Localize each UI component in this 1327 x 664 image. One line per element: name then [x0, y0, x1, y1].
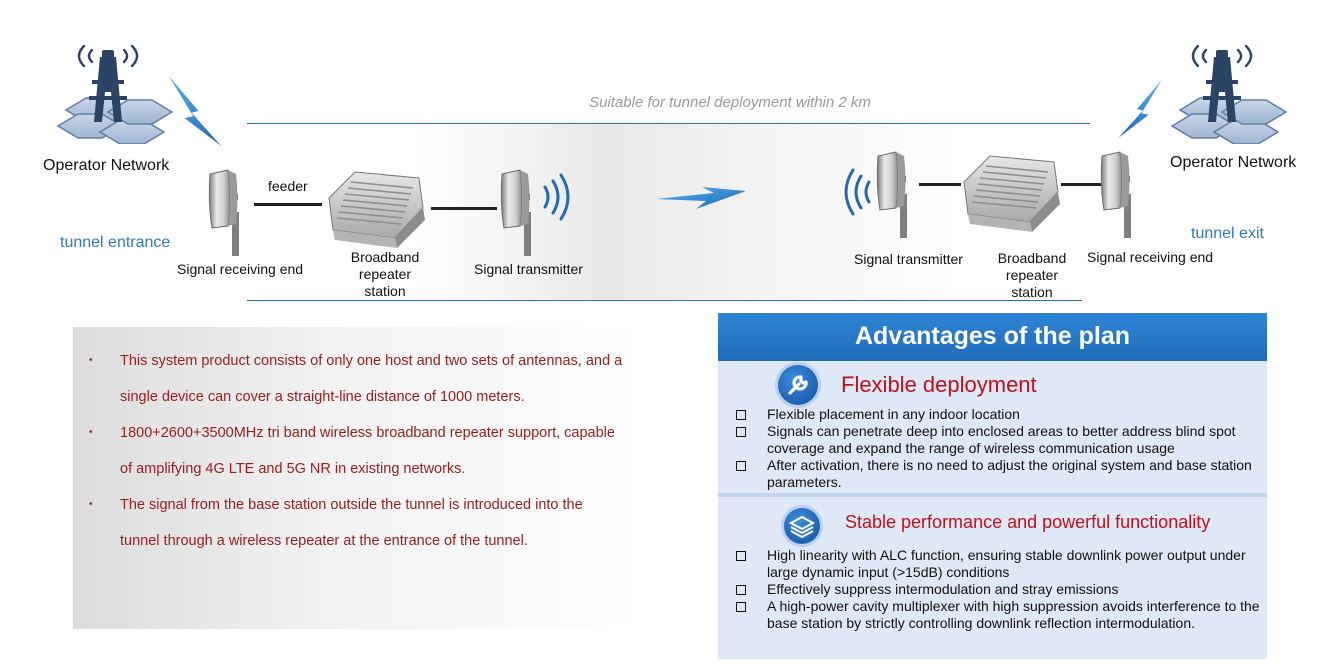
- right-transmitter-label: Signal transmitter: [854, 251, 963, 267]
- operator-tower-icon: [56, 44, 174, 144]
- left-operator-network-label: Operator Network: [43, 157, 170, 174]
- right-coax-cable: [919, 183, 961, 186]
- repeater-box-icon: [328, 171, 426, 249]
- right-receiver-label: Signal receiving end: [1087, 249, 1214, 265]
- checkbox-icon: [736, 410, 746, 420]
- tunnel-bottom-line: [247, 300, 1082, 301]
- right-signal-waves-icon: [844, 168, 871, 216]
- transmitting-antenna-icon: [500, 169, 532, 256]
- description-item: • This system product consists of only o…: [87, 343, 623, 415]
- feeder-cable: [254, 203, 322, 206]
- list-item: After activation, there is no need to ad…: [736, 457, 1266, 491]
- list-item: A high-power cavity multiplexer with hig…: [736, 598, 1266, 632]
- advantages-panel: Advantages of the plan Flexible deployme…: [718, 313, 1267, 659]
- right-lightning-bolt-icon: [1118, 80, 1162, 138]
- feeder-label: feeder: [268, 178, 308, 194]
- list-item: Signals can penetrate deep into enclosed…: [736, 423, 1266, 457]
- left-repeater-label: Broadband repeater station: [350, 249, 420, 299]
- bullet-icon: •: [89, 499, 93, 510]
- advantages-title: Advantages of the plan: [718, 313, 1267, 361]
- layers-icon: [784, 508, 820, 544]
- checkbox-icon: [736, 585, 746, 595]
- tunnel-caption: Suitable for tunnel deployment within 2 …: [589, 94, 871, 111]
- bullet-icon: •: [89, 355, 93, 366]
- section-divider: [718, 493, 1267, 497]
- left-receiver-label: Signal receiving end: [177, 261, 304, 277]
- tunnel-exit-label: tunnel exit: [1191, 225, 1264, 242]
- tunnel-entrance-label: tunnel entrance: [60, 234, 171, 251]
- list-item: High linearity with ALC function, ensuri…: [736, 547, 1266, 581]
- right-repeater-label: Broadband repeater station: [997, 250, 1067, 300]
- stable-performance-title: Stable performance and powerful function…: [845, 512, 1211, 532]
- checkbox-icon: [736, 602, 746, 612]
- flexible-deployment-title: Flexible deployment: [841, 372, 1037, 397]
- right-feeder-cable: [1061, 183, 1103, 186]
- wireless-link-bolt-icon: [656, 187, 746, 209]
- description-panel: • This system product consists of only o…: [73, 327, 643, 629]
- description-item: • The signal from the base station outsi…: [87, 487, 623, 559]
- right-repeater-box-icon: [963, 155, 1061, 233]
- right-transmitting-antenna-icon: [876, 151, 908, 238]
- bullet-icon: •: [89, 427, 93, 438]
- right-operator-tower-icon: [1170, 44, 1288, 144]
- coax-cable: [431, 207, 497, 210]
- right-operator-network-label: Operator Network: [1170, 154, 1297, 171]
- signal-waves-icon: [543, 173, 570, 221]
- lightning-bolt-icon: [168, 76, 222, 146]
- right-receiving-antenna-icon: [1100, 151, 1132, 238]
- stable-performance-list: High linearity with ALC function, ensuri…: [736, 547, 1266, 632]
- list-item: Flexible placement in any indoor locatio…: [736, 406, 1266, 423]
- left-transmitter-label: Signal transmitter: [474, 261, 583, 277]
- receiving-antenna-icon: [208, 169, 240, 256]
- checkbox-icon: [736, 427, 746, 437]
- flexible-deployment-list: Flexible placement in any indoor locatio…: [736, 406, 1266, 491]
- wrench-icon: [778, 365, 818, 405]
- tunnel-top-line: [247, 123, 1090, 124]
- list-item: Effectively suppress intermodulation and…: [736, 581, 1266, 598]
- checkbox-icon: [736, 461, 746, 471]
- checkbox-icon: [736, 551, 746, 561]
- description-item: • 1800+2600+3500MHz tri band wireless br…: [87, 415, 623, 487]
